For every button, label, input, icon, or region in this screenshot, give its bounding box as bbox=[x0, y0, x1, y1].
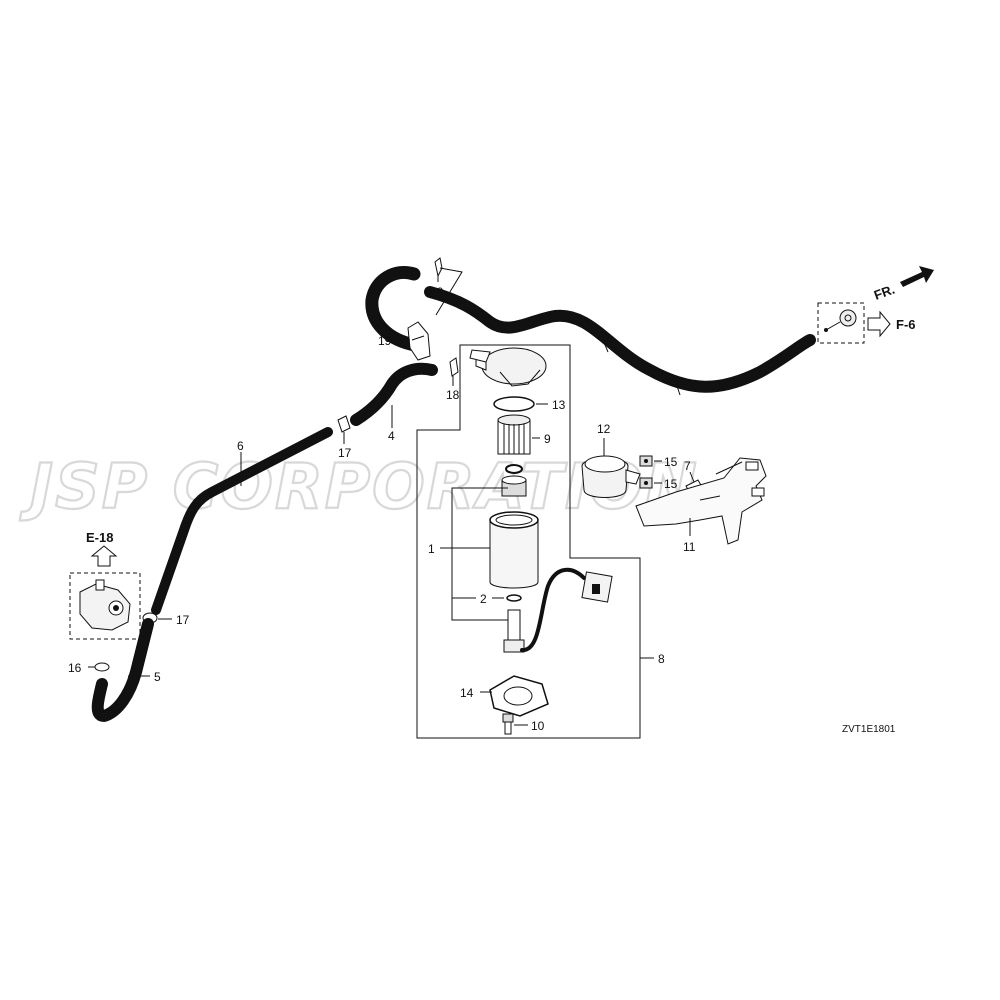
callout-16: 16 bbox=[68, 661, 82, 675]
o-ring-13[interactable] bbox=[493, 396, 535, 412]
f6-connector bbox=[817, 302, 865, 344]
callout-6: 6 bbox=[237, 439, 244, 453]
filter-cup-1[interactable] bbox=[489, 511, 539, 589]
e18-component bbox=[69, 572, 141, 640]
filter-element-9[interactable] bbox=[497, 414, 531, 455]
bolt-15-lower[interactable] bbox=[639, 477, 653, 489]
clamp-19[interactable] bbox=[407, 321, 431, 361]
up-arrow-icon bbox=[90, 545, 118, 567]
o-ring-2[interactable] bbox=[506, 594, 522, 602]
callout-4: 4 bbox=[388, 429, 395, 443]
front-arrow-icon bbox=[900, 266, 934, 287]
callout-2: 2 bbox=[480, 592, 487, 606]
e18-label: E-18 bbox=[86, 530, 113, 545]
clip-18-upper[interactable] bbox=[434, 257, 443, 282]
callout-15-upper: 15 bbox=[664, 455, 678, 469]
e18-reference[interactable]: E-18 bbox=[86, 530, 118, 567]
callout-8: 8 bbox=[658, 652, 665, 666]
callout-19: 19 bbox=[378, 334, 392, 348]
diagram-code: ZVT1E1801 bbox=[842, 724, 896, 735]
callout-1: 1 bbox=[428, 542, 435, 556]
callout-12: 12 bbox=[597, 422, 611, 436]
front-label: FR. bbox=[872, 282, 897, 303]
bolt-10[interactable] bbox=[502, 713, 514, 735]
f6-reference[interactable]: F-6 bbox=[867, 310, 916, 338]
front-indicator: FR. bbox=[872, 266, 934, 303]
clip-16[interactable] bbox=[94, 662, 110, 672]
clip-17-upper[interactable] bbox=[337, 415, 351, 433]
gasket-14[interactable] bbox=[489, 675, 549, 717]
spacer[interactable] bbox=[501, 475, 527, 497]
clip-18-lower[interactable] bbox=[449, 357, 459, 377]
callout-11: 11 bbox=[683, 540, 696, 554]
water-sensor[interactable] bbox=[503, 567, 613, 653]
callout-15-lower: 15 bbox=[664, 477, 678, 491]
hose-6[interactable] bbox=[151, 427, 333, 615]
callout-17-lower: 17 bbox=[176, 613, 190, 627]
callout-18-upper: 18 bbox=[430, 285, 444, 299]
assembly-8-bracket bbox=[416, 344, 641, 739]
callout-17-upper: 17 bbox=[338, 446, 352, 460]
callout-10: 10 bbox=[531, 719, 545, 733]
seal-ring[interactable] bbox=[505, 464, 523, 474]
callout-13: 13 bbox=[552, 398, 566, 412]
filter-holder-12[interactable] bbox=[581, 455, 641, 498]
filter-cover[interactable] bbox=[469, 347, 547, 387]
f6-label: F-6 bbox=[896, 317, 916, 332]
bracket-11[interactable] bbox=[635, 457, 767, 545]
hose-3[interactable] bbox=[365, 266, 816, 396]
callout-18-lower: 18 bbox=[446, 388, 460, 402]
callout-14: 14 bbox=[460, 686, 474, 700]
hose-5[interactable] bbox=[91, 618, 154, 722]
callout-7: 7 bbox=[684, 459, 691, 473]
callout-5: 5 bbox=[154, 670, 161, 684]
callout-9: 9 bbox=[544, 432, 551, 446]
bolt-15-upper[interactable] bbox=[639, 455, 653, 467]
hose-4[interactable] bbox=[350, 362, 438, 426]
